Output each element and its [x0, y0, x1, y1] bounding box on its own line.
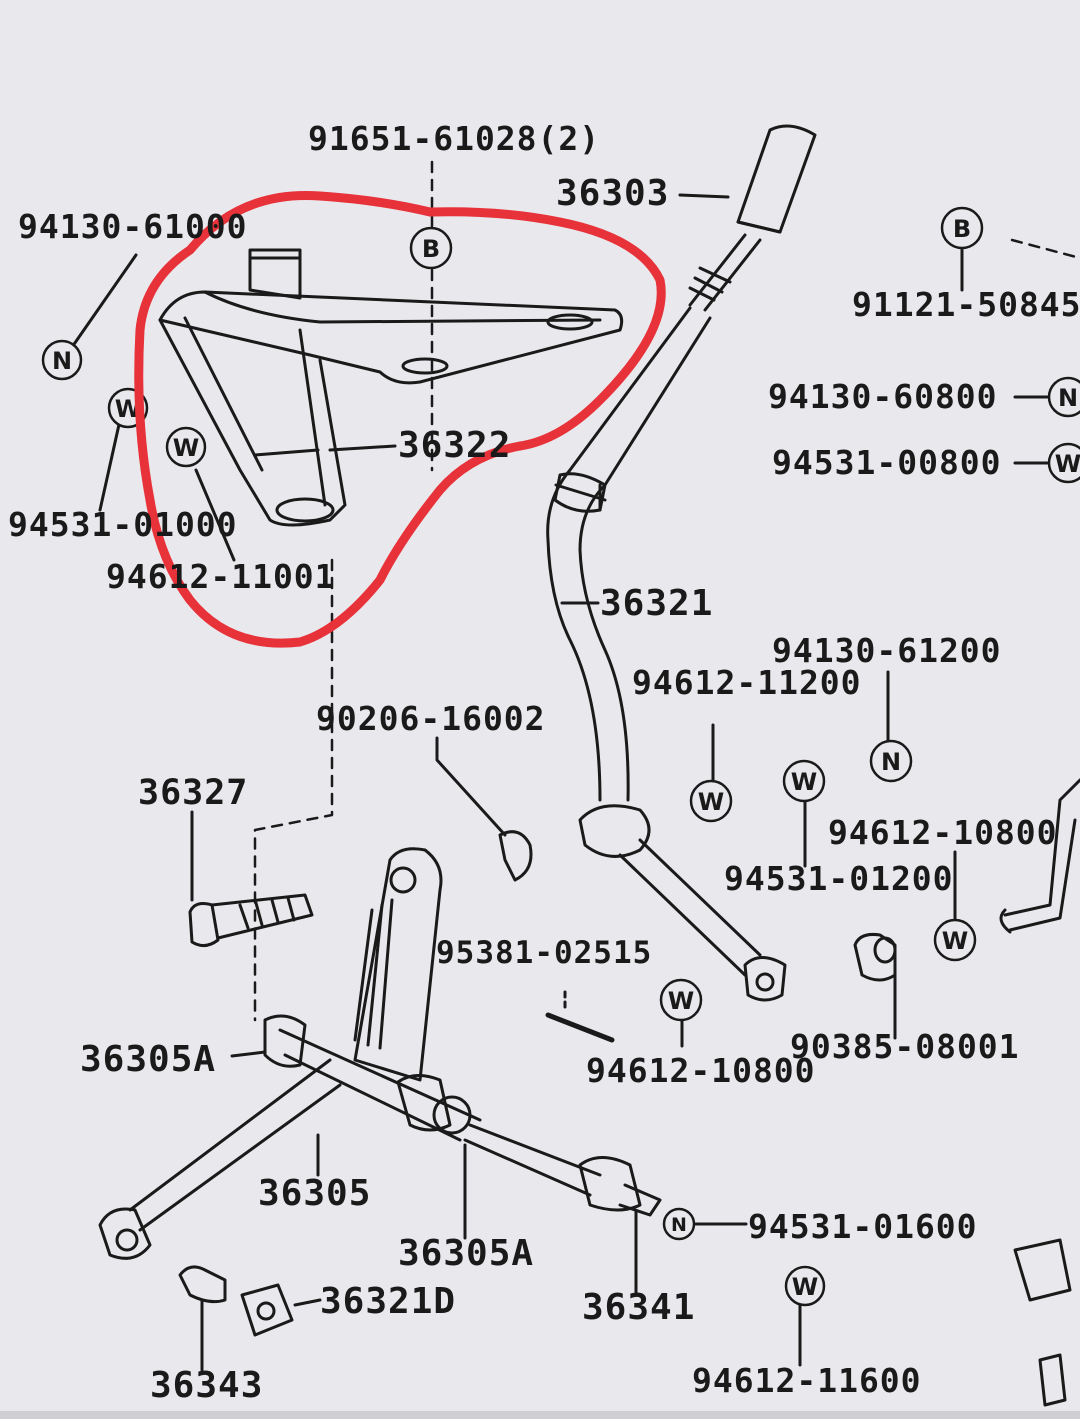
- image-bottom-edge: [0, 1411, 1080, 1419]
- symbol-w-icon: [165, 426, 207, 468]
- symbol-circles: [41, 206, 1080, 1307]
- symbol-b-icon: [940, 206, 984, 250]
- label-36327: 36327: [138, 773, 249, 813]
- symbol-n-letter: N: [1058, 384, 1078, 412]
- part-36321D: [240, 1283, 294, 1337]
- label-36305A-2: 36305A: [398, 1233, 535, 1274]
- label-94612-11200: 94612-11200: [632, 663, 862, 702]
- symbol-b-icon: [409, 226, 453, 270]
- label-94612-11001: 94612-11001: [106, 557, 336, 596]
- shaft-36305: [353, 847, 443, 1082]
- symbol-w-icon: [784, 1265, 826, 1307]
- label-94612-10800-a: 94612-10800: [828, 813, 1058, 852]
- symbol-w-icon: [1047, 442, 1080, 484]
- symbol-w-icon: [659, 978, 703, 1022]
- symbol-n-letter: N: [52, 347, 72, 375]
- symbol-n-letter: N: [671, 1214, 687, 1236]
- symbol-w-icon: [782, 759, 826, 803]
- label-90385-08001: 90385-08001: [790, 1027, 1020, 1066]
- label-91651-61028: 91651-61028(2): [308, 119, 601, 158]
- symbol-b-letter: B: [953, 215, 971, 243]
- label-94531-01200: 94531-01200: [724, 859, 954, 898]
- symbol-n-icon: [869, 739, 913, 783]
- label-36321D: 36321D: [320, 1281, 457, 1322]
- label-36321: 36321: [600, 583, 714, 624]
- label-94130-60800: 94130-60800: [768, 377, 998, 416]
- label-94612-10800-b: 94612-10800: [586, 1051, 816, 1090]
- label-36305A-1: 36305A: [80, 1039, 217, 1080]
- bolt-36327: [188, 902, 220, 947]
- label-36305: 36305: [258, 1173, 372, 1214]
- label-36303: 36303: [556, 173, 670, 214]
- pin-95381: [545, 1012, 615, 1043]
- bracket-36322: [248, 248, 302, 300]
- label-94612-11600: 94612-11600: [692, 1361, 922, 1400]
- bushing-90385: [853, 933, 897, 982]
- red-highlight-annotation: [134, 190, 666, 648]
- symbol-w-letter: W: [698, 788, 724, 816]
- symbol-w-icon: [933, 918, 977, 962]
- symbol-n-icon: [1047, 376, 1080, 418]
- symbol-n-icon: [41, 339, 83, 381]
- symbol-w-icon: [689, 779, 733, 823]
- label-95381-02515: 95381-02515: [436, 935, 653, 971]
- label-36341: 36341: [582, 1287, 696, 1328]
- label-94531-00800: 94531-00800: [772, 443, 1002, 482]
- label-36343: 36343: [150, 1365, 264, 1406]
- label-94130-61200: 94130-61200: [772, 631, 1002, 670]
- symbol-n-icon: [662, 1207, 696, 1241]
- clip-90206: [498, 830, 533, 882]
- symbol-w-letter: W: [1055, 450, 1080, 478]
- symbol-w-letter: W: [792, 1273, 818, 1301]
- part-36343: [178, 1265, 227, 1304]
- label-94531-01000: 94531-01000: [8, 505, 238, 544]
- diagram-linework: [68, 124, 1080, 1407]
- symbol-w-letter: W: [791, 768, 817, 796]
- lever-36321: [546, 306, 712, 802]
- label-90206-16002: 90206-16002: [316, 699, 546, 738]
- label-36322: 36322: [398, 425, 512, 466]
- label-94531-01600: 94531-01600: [748, 1207, 978, 1246]
- symbol-w-letter: W: [668, 987, 694, 1015]
- symbol-b-letter: B: [422, 235, 440, 263]
- knob-36303: [736, 124, 817, 234]
- symbol-w-letter: W: [942, 927, 968, 955]
- label-94130-61000: 94130-61000: [18, 207, 248, 246]
- label-91121-50845: 91121-50845: [852, 285, 1080, 324]
- symbol-n-letter: N: [881, 748, 901, 776]
- symbol-w-letter: W: [173, 434, 199, 462]
